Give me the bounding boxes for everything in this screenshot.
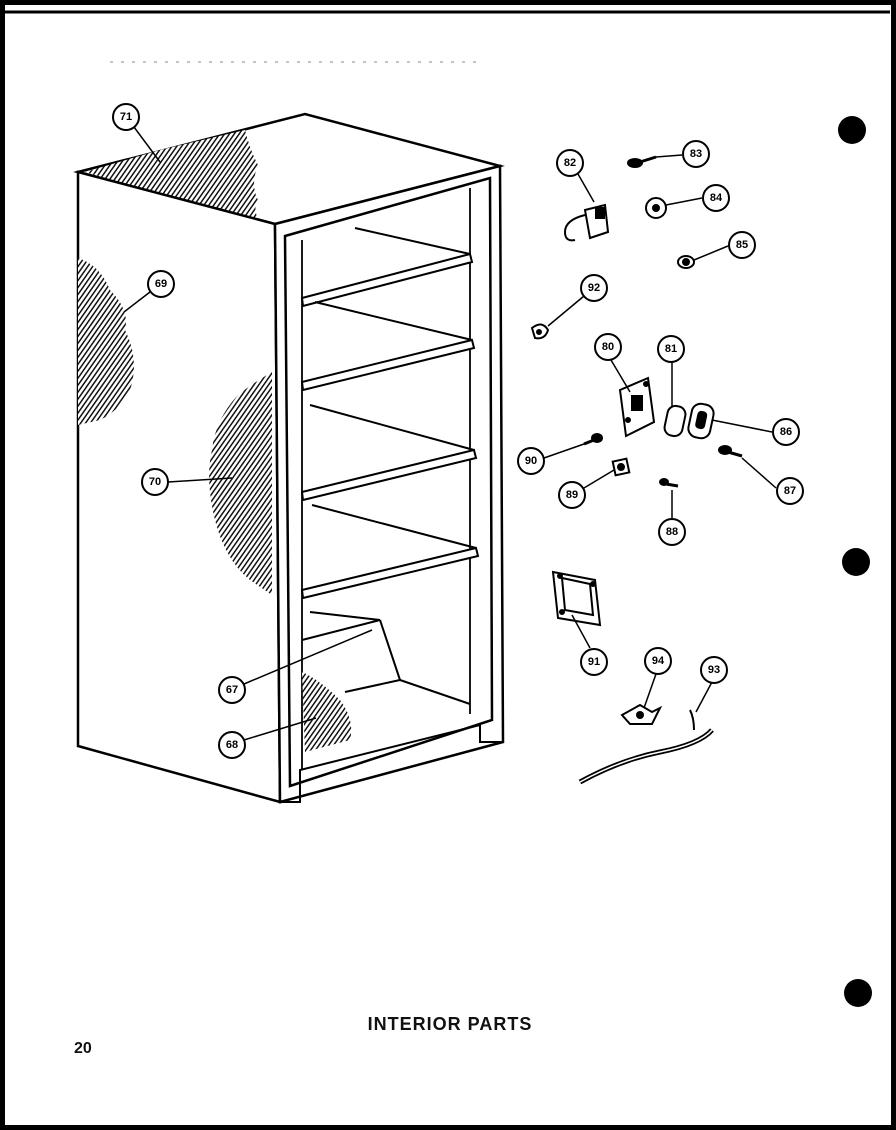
- svg-text:88: 88: [666, 526, 678, 538]
- svg-text:68: 68: [226, 739, 238, 751]
- cabinet-base: [280, 723, 503, 803]
- part-85-nut: [677, 255, 695, 269]
- binder-hole-middle: [842, 548, 870, 576]
- callout-68: 68: [218, 731, 246, 759]
- callout-90: 90: [517, 447, 545, 475]
- part-89-nut: [611, 457, 631, 477]
- callout-94: 94: [644, 647, 672, 675]
- callout-81: 81: [657, 335, 685, 363]
- part-87-screw: [718, 445, 743, 458]
- part-93-tube: [578, 709, 714, 785]
- svg-text:83: 83: [690, 148, 702, 160]
- svg-text:85: 85: [736, 239, 748, 251]
- callout-91: 91: [580, 648, 608, 676]
- callout-89: 89: [558, 481, 586, 509]
- svg-text:84: 84: [710, 192, 723, 204]
- svg-text:80: 80: [602, 341, 614, 353]
- small-parts: [530, 155, 743, 785]
- part-83-screw: [627, 155, 657, 168]
- svg-text:90: 90: [525, 455, 537, 467]
- svg-text:92: 92: [588, 282, 600, 294]
- side-insulation-upper: [78, 258, 134, 425]
- svg-text:93: 93: [708, 664, 720, 676]
- top-insulation: [85, 130, 260, 222]
- part-82-clip: [563, 203, 610, 242]
- svg-text:94: 94: [652, 655, 665, 667]
- callout-92: 92: [580, 274, 608, 302]
- page-title: INTERIOR PARTS: [367, 1014, 533, 1034]
- part-90-screw: [583, 433, 603, 446]
- leader-lines: [123, 126, 777, 741]
- callout-85: 85: [728, 231, 756, 259]
- svg-text:67: 67: [226, 684, 238, 696]
- part-92-clip: [530, 323, 550, 340]
- svg-text:87: 87: [784, 485, 796, 497]
- callout-88: 88: [658, 518, 686, 546]
- part-86-latch: [687, 402, 715, 440]
- side-insulation-middle: [209, 372, 272, 595]
- callout-80: 80: [594, 333, 622, 361]
- callout-84: 84: [702, 184, 730, 212]
- callout-82: 82: [556, 149, 584, 177]
- callout-87: 87: [776, 477, 804, 505]
- part-91-plate: [551, 570, 602, 627]
- cabinet-illustration: [73, 112, 505, 804]
- cabinet-opening: [283, 176, 494, 788]
- svg-text:89: 89: [566, 489, 578, 501]
- callout-69: 69: [147, 270, 175, 298]
- callout-70: 70: [141, 468, 169, 496]
- part-84-washer: [645, 197, 667, 219]
- svg-text:69: 69: [155, 278, 167, 290]
- part-94-clip: [620, 703, 663, 725]
- shelves: [300, 227, 480, 705]
- svg-text:71: 71: [120, 111, 132, 123]
- svg-text:70: 70: [149, 476, 161, 488]
- binder-hole-top: [838, 116, 866, 144]
- part-80-bracket: [618, 376, 656, 438]
- callout-71: 71: [112, 103, 140, 131]
- part-88-screw: [659, 478, 679, 488]
- callout-86: 86: [772, 418, 800, 446]
- part-81-gasket: [663, 404, 687, 438]
- page-number: 20: [74, 1040, 92, 1057]
- svg-text:86: 86: [780, 426, 792, 438]
- callout-67: 67: [218, 676, 246, 704]
- binder-hole-bottom: [844, 979, 872, 1007]
- callout-83: 83: [682, 140, 710, 168]
- bottom-insulation: [302, 672, 352, 752]
- svg-text:91: 91: [588, 656, 600, 668]
- svg-text:81: 81: [665, 343, 677, 355]
- svg-text:82: 82: [564, 157, 576, 169]
- callout-93: 93: [700, 656, 728, 684]
